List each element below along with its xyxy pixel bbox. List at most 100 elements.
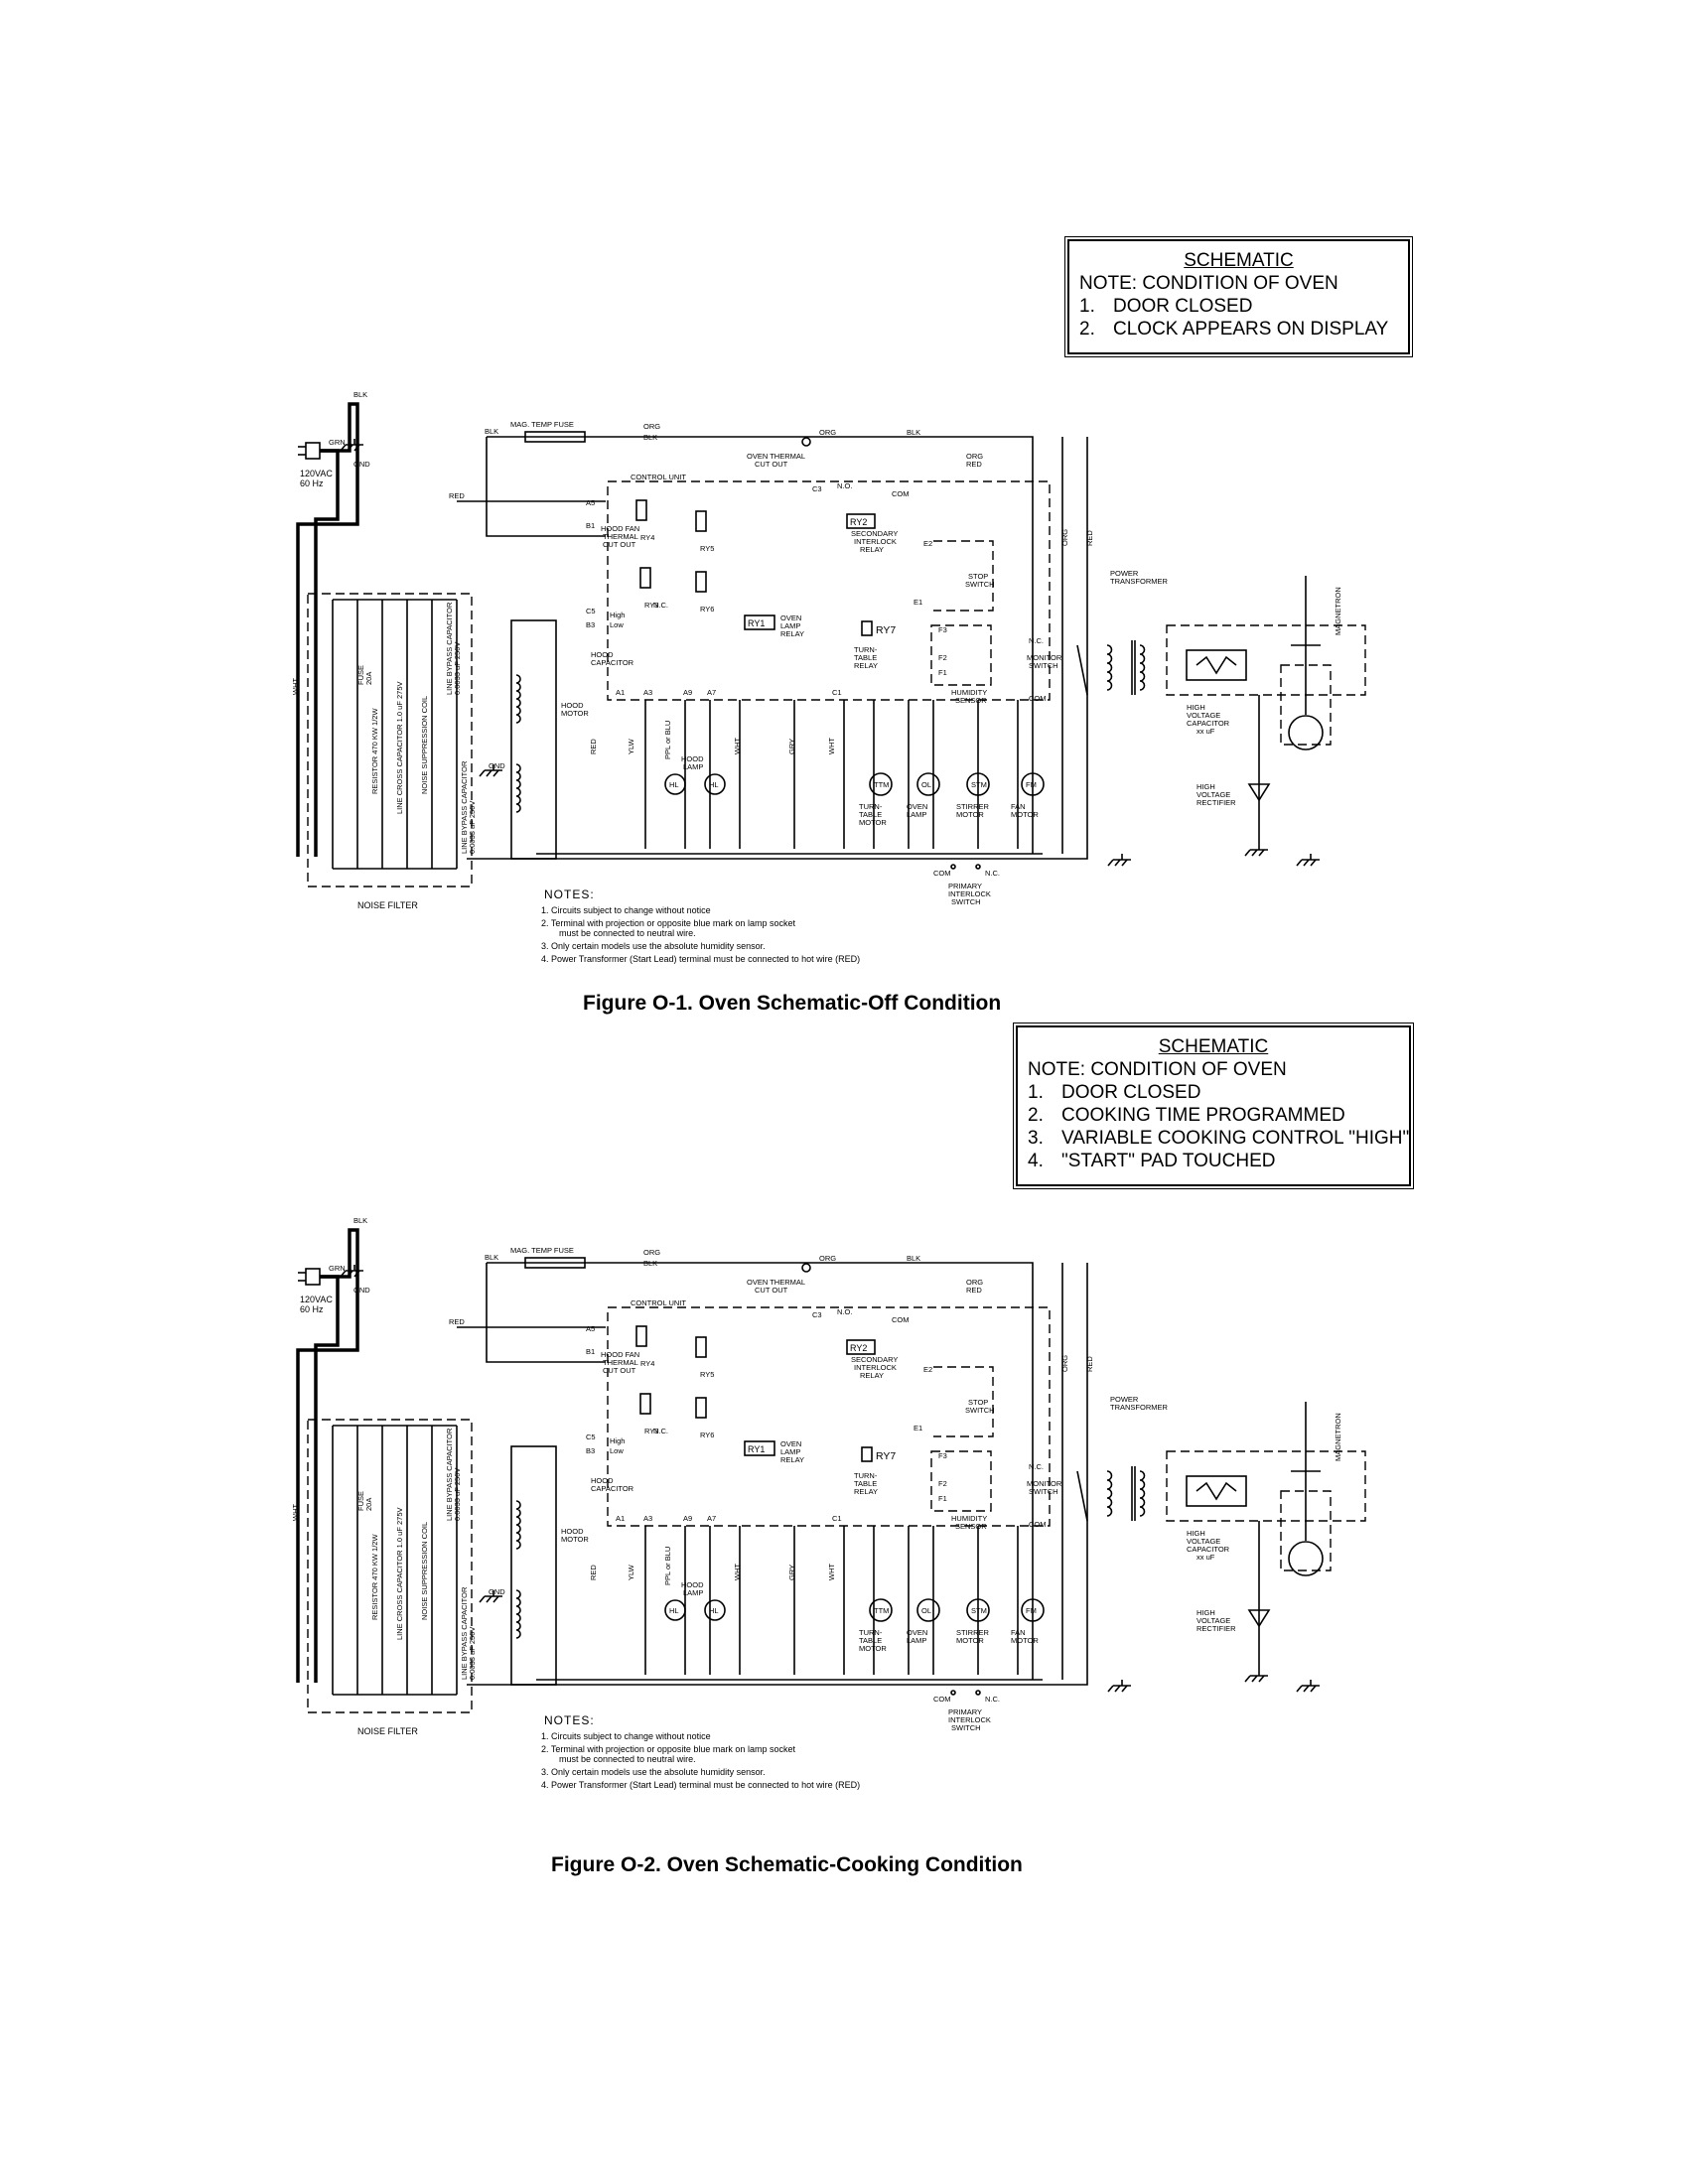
wire-color-label: BLK [353, 1216, 367, 1225]
wire-color-label: RED [589, 739, 598, 754]
ground-icon [1303, 1685, 1310, 1693]
magnetron-label: MAGNETRON [1334, 587, 1342, 635]
ground-icon [1310, 1685, 1317, 1693]
no-label: N.O. [837, 481, 852, 490]
motor-label: FM [1026, 1606, 1037, 1615]
wire-color-label: ORG [1060, 1355, 1069, 1372]
speed-label: Low [610, 1446, 624, 1455]
ry2-relay [846, 1339, 876, 1355]
hv-capacitor-label: CAPACITOR [1187, 719, 1230, 728]
interlock-label: PRIMARY [948, 882, 982, 890]
hood-lamp-label: HL [669, 780, 679, 789]
hv-capacitor-loop [1186, 649, 1247, 681]
interlock-label: INTERLOCK [948, 1715, 991, 1724]
control-unit-box [607, 1306, 1051, 1527]
hood-fan-label: CUT OUT [603, 540, 636, 549]
motor-name-label: LAMP [907, 810, 926, 819]
wire-color-label: RED [1085, 530, 1094, 546]
terminal-label: C5 [586, 607, 596, 615]
legend-item: 2.CLOCK APPEARS ON DISPLAY [1079, 319, 1389, 340]
wire-color-label: GRN [329, 1264, 346, 1273]
control-unit-label: CONTROL UNIT [631, 473, 686, 481]
humidity-sensor-box [930, 624, 992, 686]
capacitor-label: LINE BYPASS CAPACITOR [460, 1586, 469, 1680]
magnetron-box [1280, 664, 1332, 746]
terminal-label: E2 [923, 1365, 932, 1374]
relay-label: SECONDARY [851, 529, 898, 538]
ry1-label: RY1 [748, 618, 765, 628]
monitor-switch-label: SWITCH [1029, 661, 1058, 670]
relay-label: SECONDARY [851, 1355, 898, 1364]
stop-switch-label: SWITCH [965, 580, 995, 589]
wire-color-label: RED [589, 1565, 598, 1580]
hv-capacitor-label: HIGH [1187, 1529, 1205, 1538]
relay-label: TABLE [854, 1479, 877, 1488]
motor-winding-coil [515, 1589, 521, 1639]
no-label: N.O. [837, 1307, 852, 1316]
motor-name-label: LAMP [907, 1636, 926, 1645]
legend-item: 1.DOOR CLOSED [1028, 1082, 1201, 1103]
note-text: 2. Terminal with projection or opposite … [541, 918, 795, 928]
motor-name-label: MOTOR [859, 1644, 887, 1653]
speed-label: High [610, 611, 625, 619]
terminal-label: C1 [832, 1514, 842, 1523]
humidity-sensor-label: SENSOR [955, 1522, 987, 1531]
legend-item: 1.DOOR CLOSED [1079, 296, 1253, 317]
stop-switch-label: STOP [968, 1398, 988, 1407]
wire-color-label: GRY [787, 1565, 796, 1580]
switch-contact [950, 864, 956, 870]
motor-icon [966, 772, 990, 796]
relay-label: RELAY [854, 1487, 878, 1496]
wire-color-label: RED [966, 1286, 982, 1295]
wire-color-label: RED [1085, 1356, 1094, 1372]
hood-motor-label: MOTOR [561, 1535, 589, 1544]
motor-label: STM [971, 1606, 987, 1615]
relay-coil [635, 499, 647, 521]
ground-icon [1244, 849, 1251, 857]
motor-name-label: TURN- [859, 1628, 883, 1637]
oven-thermal-label: OVEN THERMAL [747, 452, 805, 461]
note-text: 3. Only certain models use the absolute … [541, 1767, 766, 1777]
terminal-label: B3 [586, 1446, 595, 1455]
ground-label: GND [353, 460, 370, 469]
relay-label: INTERLOCK [854, 537, 897, 546]
wire-color-label: BLK [485, 1253, 498, 1262]
relay-label: OVEN [780, 614, 801, 622]
motor-name-label: STIRRER [956, 1628, 990, 1637]
terminal-label: A3 [643, 1514, 652, 1523]
switch-contact [975, 864, 981, 870]
capacitor-label: LINE BYPASS CAPACITOR [445, 602, 454, 695]
com-label: COM [1029, 694, 1047, 703]
supply-hot-wire [296, 1228, 359, 1683]
figure-caption: Figure O-2. Oven Schematic-Cooking Condi… [551, 1853, 1023, 1876]
relay-label: RELAY [854, 661, 878, 670]
motor-name-label: MOTOR [1011, 1636, 1039, 1645]
stop-switch-label: SWITCH [965, 1406, 995, 1415]
terminal-label: C3 [812, 1310, 822, 1319]
motor-name-label: TABLE [859, 1636, 882, 1645]
wire-color-label: ORG [643, 422, 660, 431]
transformer-secondary-coil [1139, 1470, 1146, 1517]
hood-fan-label: HOOD FAN [601, 524, 639, 533]
magnetron-icon [1288, 715, 1324, 751]
fuse-label: FUSE [356, 1491, 365, 1511]
hood-fan-label: THERMAL [603, 532, 638, 541]
supply-neutral-wire [314, 1275, 340, 1683]
wire-color-label: WHT [291, 678, 300, 695]
relay-label: RY4 [640, 1359, 654, 1368]
notes-title: NOTES: [544, 1713, 595, 1727]
humidity-sensor-label: HUMIDITY [951, 1514, 987, 1523]
stop-switch-outline [933, 540, 994, 612]
relay-label: RELAY [780, 629, 804, 638]
wire-color-label: GRY [787, 739, 796, 754]
magnetron-icon [1288, 1541, 1324, 1576]
terminal-label: C5 [586, 1433, 596, 1441]
ground-icon [1258, 849, 1265, 857]
motor-name-label: FAN [1011, 802, 1026, 811]
humidity-sensor-label: SENSOR [955, 696, 987, 705]
wire-color-label: BLK [643, 1259, 657, 1268]
figure-caption: Figure O-1. Oven Schematic-Off Condition [583, 992, 1002, 1015]
ground-icon [1303, 859, 1310, 867]
magnetron-box [1280, 1490, 1332, 1571]
